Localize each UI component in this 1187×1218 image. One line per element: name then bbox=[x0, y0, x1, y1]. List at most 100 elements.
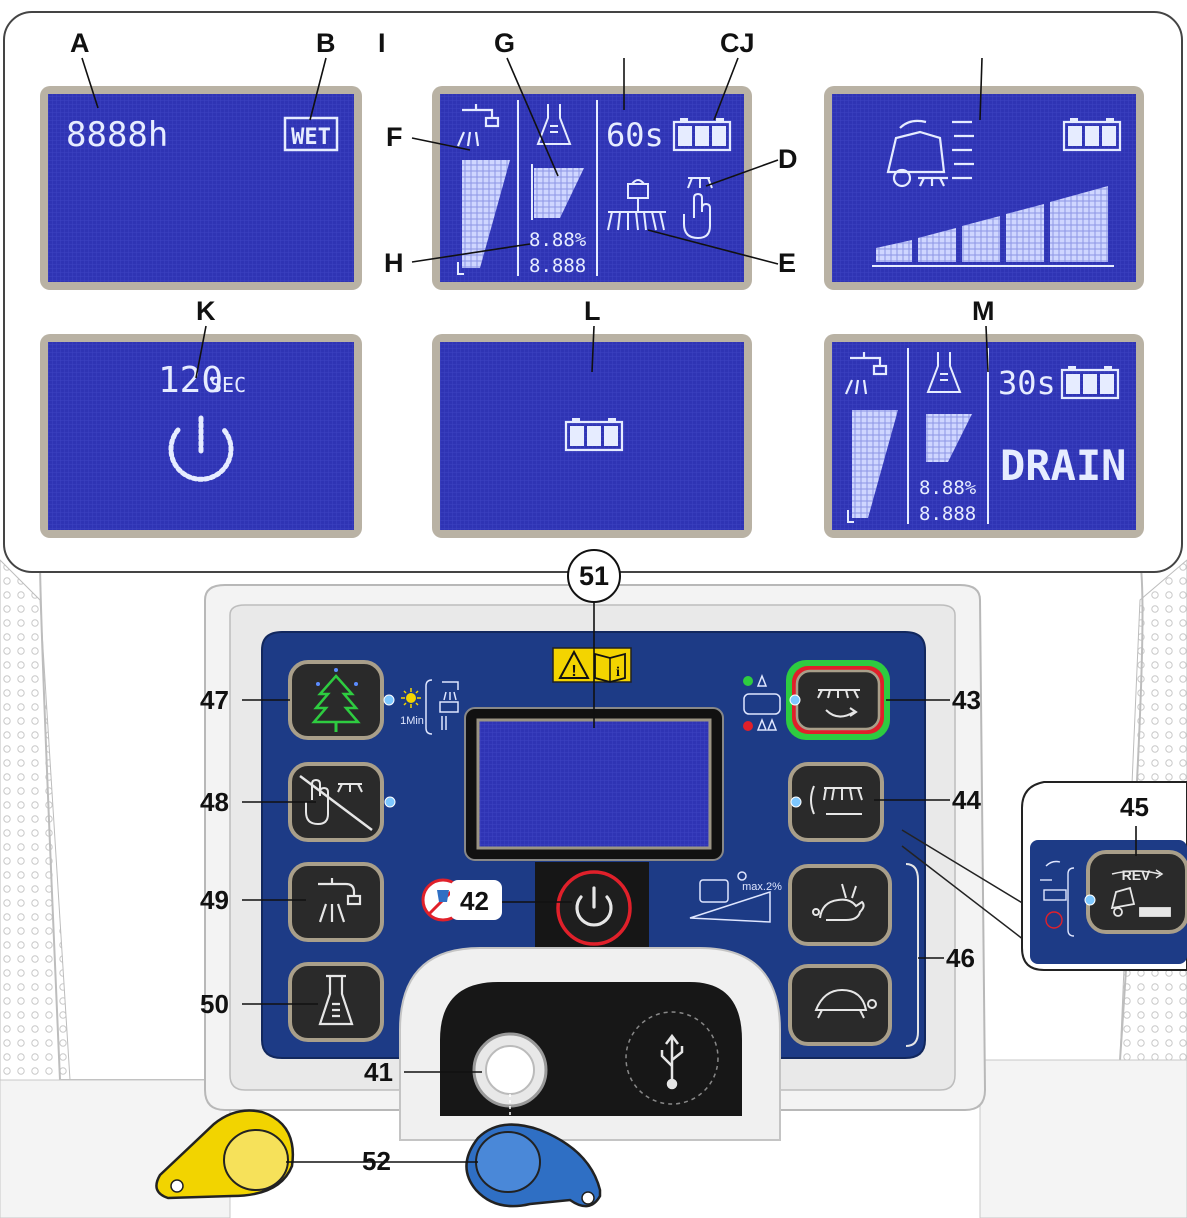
screen-hours: 8888h WET bbox=[40, 86, 362, 290]
callout-I: I bbox=[378, 28, 386, 58]
reverse-icon bbox=[1110, 886, 1171, 917]
screen-battery bbox=[432, 334, 752, 538]
key-blue[interactable] bbox=[465, 1123, 602, 1208]
label-52: 52 bbox=[362, 1146, 391, 1176]
callout-M: M bbox=[972, 296, 995, 326]
detergent-level-bar bbox=[534, 168, 584, 218]
water-tap-icon bbox=[318, 878, 362, 923]
countdown-readout: 120 bbox=[158, 360, 223, 401]
callout-E: E bbox=[778, 248, 797, 278]
percent-readout: 8.88% bbox=[529, 229, 587, 251]
label-42: 42 bbox=[460, 886, 489, 916]
brush-weight-icon bbox=[607, 179, 666, 231]
brush-rotate-icon bbox=[817, 689, 860, 718]
timer-readout: 60s bbox=[606, 116, 664, 154]
callout-A: A bbox=[70, 28, 90, 58]
battery-icon bbox=[1062, 118, 1122, 152]
label-50: 50 bbox=[200, 989, 229, 1019]
callout-F: F bbox=[386, 122, 403, 152]
label-48: 48 bbox=[200, 787, 229, 817]
no-touch-spray-icon bbox=[299, 775, 373, 831]
usb-icon bbox=[660, 1033, 684, 1090]
led-48 bbox=[384, 796, 396, 808]
callout-CJ: CJ bbox=[720, 28, 755, 58]
label-44: 44 bbox=[952, 785, 981, 815]
drain-label: DRAIN bbox=[1000, 441, 1126, 490]
button-45[interactable]: REV bbox=[1086, 850, 1187, 934]
button-49[interactable] bbox=[288, 862, 384, 942]
countdown-unit: SEC bbox=[210, 373, 246, 397]
rev-text: REV bbox=[1122, 867, 1151, 883]
label-46: 46 bbox=[946, 943, 975, 973]
callout-B: B bbox=[316, 28, 336, 58]
percent-readout: 8.88% bbox=[919, 477, 977, 499]
power-button[interactable] bbox=[556, 870, 632, 946]
button-47[interactable] bbox=[288, 660, 384, 740]
label-43: 43 bbox=[952, 685, 981, 715]
key-socket-area bbox=[399, 947, 781, 1141]
green-indicator-icon bbox=[743, 676, 753, 686]
brush-side-icon bbox=[810, 785, 863, 815]
timer-readout: 30s bbox=[998, 364, 1056, 402]
callout-L: L bbox=[584, 296, 601, 326]
label-41: 41 bbox=[364, 1057, 393, 1087]
key-yellow[interactable] bbox=[155, 1109, 295, 1200]
detergent-level-bar bbox=[926, 414, 972, 462]
label-49: 49 bbox=[200, 885, 229, 915]
callout-lines bbox=[81, 57, 1137, 1163]
water-level-bar bbox=[852, 410, 898, 518]
detergent-flask-icon bbox=[318, 974, 354, 1026]
warning-manual-icon: ! i bbox=[552, 647, 632, 683]
callout-H: H bbox=[384, 248, 404, 278]
red-indicator-icon bbox=[743, 721, 753, 731]
flask-icon bbox=[536, 104, 572, 145]
main-display bbox=[464, 707, 724, 861]
tap-small-icon bbox=[439, 681, 459, 730]
button-44[interactable] bbox=[788, 762, 884, 842]
led-44 bbox=[790, 796, 802, 808]
max-slope-text: max.2% bbox=[742, 881, 782, 893]
svg-text:i: i bbox=[616, 665, 620, 680]
led-45 bbox=[1084, 894, 1096, 906]
hours-readout: 8888h bbox=[66, 115, 168, 155]
label-47: 47 bbox=[200, 685, 229, 715]
pine-tree-icon bbox=[311, 668, 361, 732]
label-51: 51 bbox=[579, 561, 610, 591]
inset-45: REV bbox=[901, 781, 1187, 971]
tap-icon bbox=[456, 104, 500, 147]
usb-port[interactable] bbox=[625, 1011, 719, 1105]
power-icon bbox=[168, 415, 234, 482]
callout-D: D bbox=[778, 144, 798, 174]
callout-51-circle bbox=[567, 549, 621, 603]
battery-icon bbox=[672, 118, 732, 152]
touch-spray-icon bbox=[683, 177, 713, 240]
button-fast-speed[interactable] bbox=[788, 864, 892, 946]
screen-drain: 8.88% 8.888 30s DRAIN bbox=[824, 334, 1144, 538]
water-level-bar bbox=[462, 160, 510, 268]
sun-icon bbox=[401, 688, 421, 708]
screen-work: 8.88% 8.888 60s bbox=[432, 86, 752, 290]
button-slow-speed[interactable] bbox=[788, 964, 892, 1046]
button-50[interactable] bbox=[288, 962, 384, 1042]
led-43 bbox=[789, 694, 801, 706]
rabbit-icon bbox=[812, 883, 865, 921]
value-readout: 8.888 bbox=[529, 255, 586, 277]
weight-icon bbox=[743, 673, 781, 731]
speed-bars bbox=[872, 186, 1114, 267]
control-panel: ! i max.2% bbox=[261, 631, 926, 1059]
button-43[interactable] bbox=[786, 660, 890, 740]
callout-K: K bbox=[196, 296, 216, 326]
battery-icon bbox=[564, 418, 624, 452]
tap-icon bbox=[844, 352, 888, 395]
flask-icon bbox=[926, 352, 962, 393]
one-min-text: 1Min bbox=[400, 715, 424, 727]
screen-shutdown: 120 SEC bbox=[40, 334, 362, 538]
callout-G: G bbox=[494, 28, 516, 58]
scrubber-machine-icon bbox=[886, 119, 974, 188]
led-47 bbox=[383, 694, 395, 706]
inset-side-icons bbox=[1040, 860, 1075, 937]
battery-icon bbox=[1060, 366, 1120, 400]
turtle-icon bbox=[814, 988, 877, 1019]
value-readout: 8.888 bbox=[919, 503, 976, 525]
